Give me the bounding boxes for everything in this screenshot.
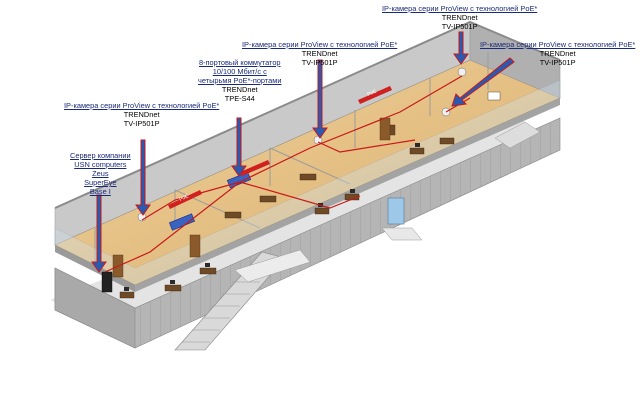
label-camera-right-title: IP-камера серии ProView с технологией Po… xyxy=(480,40,635,49)
label-camera-right-brand: TRENDnet xyxy=(480,49,635,58)
label-camera-left-title: IP-камера серии ProView с технологией Po… xyxy=(64,101,219,110)
label-camera-top-model: TV-IP501P xyxy=(382,22,537,31)
label-camera-right: IP-камера серии ProView с технологией Po… xyxy=(480,40,635,67)
label-switch-line2: 10/100 Мбит/с с xyxy=(198,67,282,76)
label-server-line2: USN computers xyxy=(70,160,131,169)
label-switch-line1: 8-портовый коммутатор xyxy=(198,58,282,67)
label-camera-right-model: TV-IP501P xyxy=(480,58,635,67)
label-switch: 8-портовый коммутатор 10/100 Мбит/с с че… xyxy=(198,58,282,103)
label-server-line5: Base I xyxy=(70,187,131,196)
label-server-line3: Zeus xyxy=(70,169,131,178)
entry-steps xyxy=(382,228,422,240)
label-camera-top-title: IP-камера серии ProView с технологией Po… xyxy=(382,4,537,13)
label-camera-mid-title: IP-камера серии ProView с технологией Po… xyxy=(242,40,397,49)
label-camera-mid-brand: TRENDnet xyxy=(242,49,397,58)
label-switch-brand: TRENDnet xyxy=(198,85,282,94)
label-camera-left-model: TV-IP501P xyxy=(64,119,219,128)
label-server-line1: Сервер компании xyxy=(70,151,131,160)
label-camera-left-brand: TRENDnet xyxy=(64,110,219,119)
label-server-line4: SuperEye xyxy=(70,178,131,187)
label-camera-left: IP-камера серии ProView с технологией Po… xyxy=(64,101,219,128)
label-server: Сервер компании USN computers Zeus Super… xyxy=(70,151,131,196)
label-camera-top: IP-камера серии ProView с технологией Po… xyxy=(382,4,537,31)
label-switch-line3: четырьмя PoE*-портами xyxy=(198,76,282,85)
label-camera-top-brand: TRENDnet xyxy=(382,13,537,22)
server-rack xyxy=(102,272,112,292)
glass-door xyxy=(388,198,404,224)
